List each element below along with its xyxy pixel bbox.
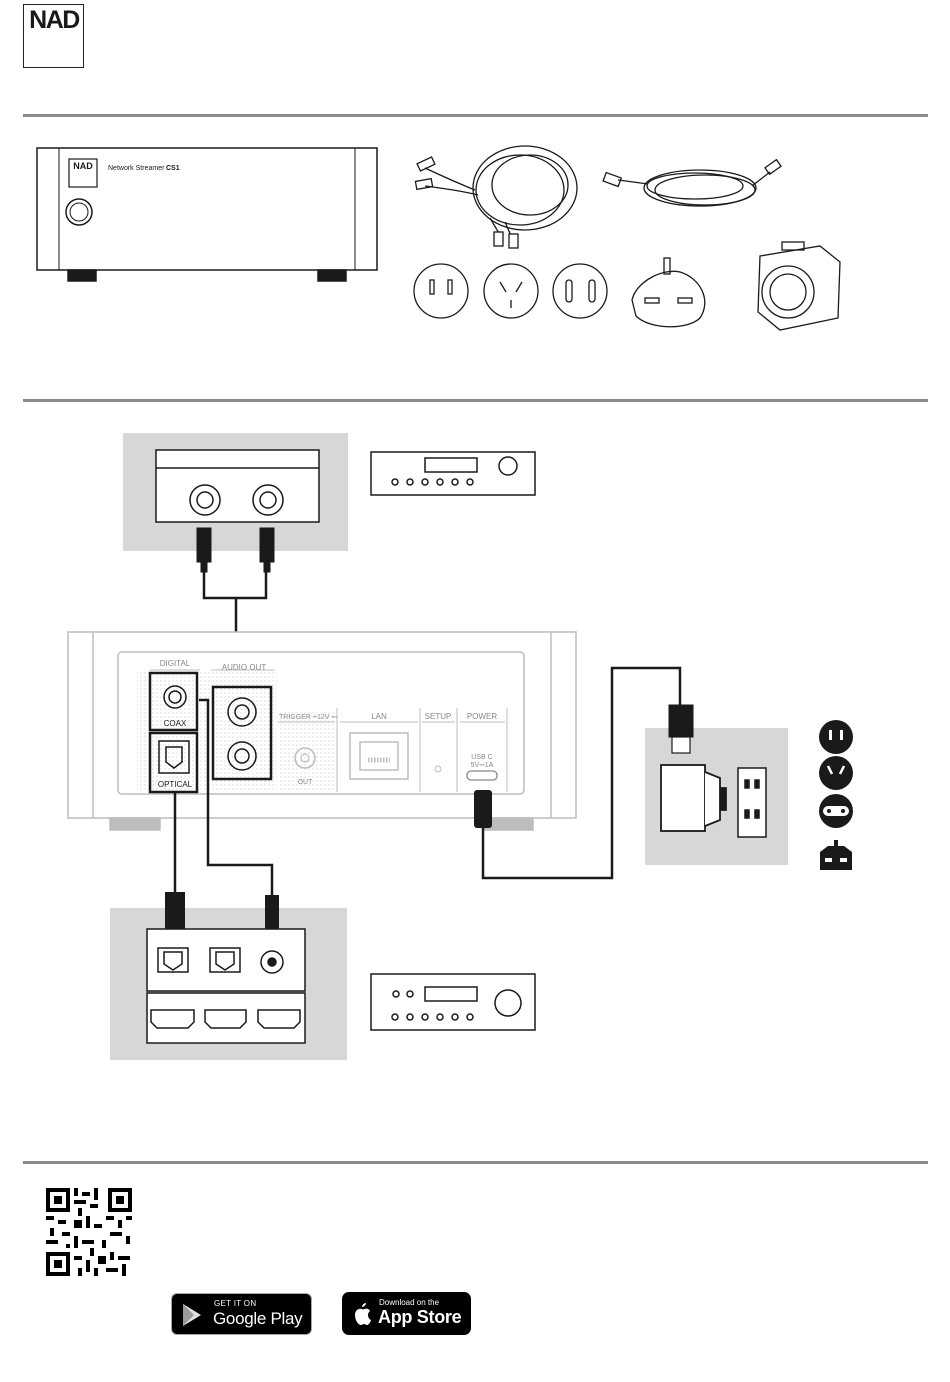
plug-adapter-us-icon (414, 264, 468, 318)
power-adapter-icon (758, 242, 840, 330)
coax-label: COAX (164, 719, 187, 728)
plug-adapter-eu-icon (553, 264, 607, 318)
rca-cable-icon (415, 146, 577, 248)
google-play-small-text: GET IT ON (214, 1299, 256, 1308)
wall-outlet (738, 768, 766, 837)
usb-c-label: USB C (471, 754, 492, 761)
plug-adapter-uk-icon (632, 258, 705, 327)
amp-rca-inputs (156, 450, 319, 522)
lan-label: LAN (371, 712, 387, 721)
audio-out-label: AUDIO OUT (222, 663, 267, 672)
usb-c-plug (474, 790, 492, 828)
tv-digital-inputs (147, 929, 305, 991)
qr-code-icon (46, 1188, 132, 1276)
trigger-label: TRIGGER +12V ⎓ (279, 714, 337, 721)
google-play-icon (181, 1303, 203, 1327)
tv-hdmi-ports (147, 993, 305, 1043)
optical-label: OPTICAL (158, 780, 193, 789)
usb-c-rating: 5V⎓1A (471, 762, 494, 769)
app-store-big-text: App Store (378, 1307, 461, 1328)
plug-type-uk-icon (820, 840, 852, 870)
front-model: CS1 (166, 165, 180, 172)
google-play-badge[interactable]: GET IT ON Google Play (171, 1293, 312, 1335)
power-adapter (661, 765, 726, 831)
section-divider-3 (23, 1161, 928, 1164)
setup-label: SETUP (425, 712, 452, 721)
front-model-label: Network Streamer (108, 165, 165, 172)
box-contents-illustration: NAD Network Streamer CS1 (0, 0, 950, 400)
plug-adapter-au-icon (484, 264, 538, 318)
streamer-dac-icon (371, 974, 535, 1030)
trigger-out-label: OUT (298, 779, 314, 786)
google-play-big-text: Google Play (213, 1309, 302, 1329)
plug-type-au-icon (819, 756, 853, 790)
rca-plugs (197, 528, 274, 572)
digital-label: DIGITAL (160, 659, 191, 668)
connection-diagram: DIGITAL AUDIO OUT COAX OPTICAL TRIGGER +… (0, 400, 950, 1160)
plug-type-eu-icon (819, 794, 853, 828)
power-label: POWER (467, 712, 497, 721)
amplifier-icon (371, 452, 535, 495)
usb-cable-icon (603, 160, 781, 206)
app-store-small-text: Download on the (379, 1298, 439, 1307)
usb-a-plug (669, 705, 693, 753)
front-logo: NAD (73, 161, 93, 171)
plug-type-us-icon (819, 720, 853, 754)
app-store-badge[interactable]: Download on the App Store (342, 1292, 471, 1335)
apple-icon (352, 1300, 372, 1326)
